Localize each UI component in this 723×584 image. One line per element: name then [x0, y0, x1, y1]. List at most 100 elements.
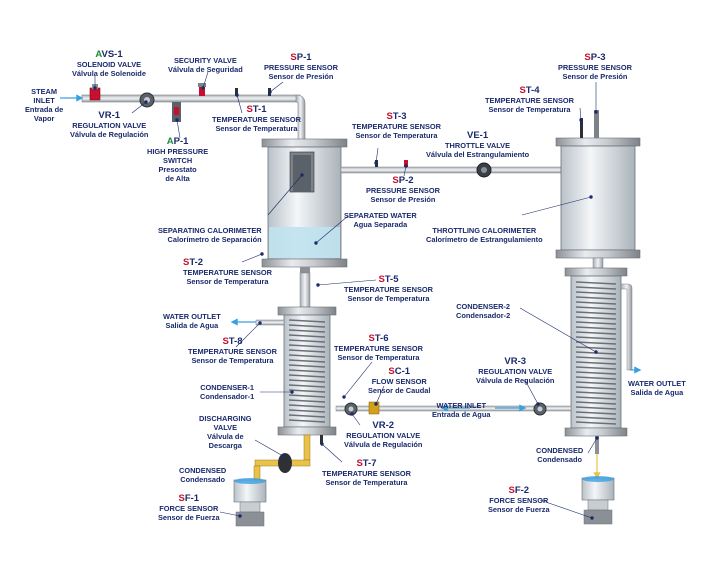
coil-turn — [575, 366, 617, 370]
water-inlet-line — [335, 404, 572, 412]
coil-turn — [575, 346, 617, 350]
coil-turn — [288, 399, 326, 403]
coil-turn — [575, 296, 617, 300]
condenser-1[interactable] — [277, 306, 337, 436]
label-sf2: SF-2 FORCE SENSOR Sensor de Fuerza — [488, 485, 550, 514]
label-sp3: SP-3 PRESSURE SENSOR Sensor de Presión — [558, 52, 632, 81]
label-sf1: SF-1 FORCE SENSOR Sensor de Fuerza — [158, 493, 220, 522]
label-st6: ST-6 TEMPERATURE SENSOR Sensor de Temper… — [334, 333, 423, 362]
coil-turn — [288, 354, 326, 358]
coil-turn — [288, 319, 326, 323]
coil-turn — [288, 404, 326, 408]
label-ve1: VE-1 THROTTLE VALVE Válvula del Estrangu… — [426, 130, 530, 159]
label-st4: ST-4 TEMPERATURE SENSOR Sensor de Temper… — [485, 85, 574, 114]
coil-turn — [575, 301, 617, 305]
coil-turn — [575, 331, 617, 335]
coil-turn — [288, 369, 326, 373]
throttling-calorimeter[interactable] — [555, 110, 641, 259]
label-condensed-right: CONDENSED Condensado — [536, 446, 584, 464]
coil-turn — [288, 389, 326, 393]
label-st2: ST-2 TEMPERATURE SENSOR Sensor de Temper… — [183, 257, 272, 286]
coil-turn — [288, 384, 326, 388]
coil-turn — [575, 341, 617, 345]
label-security-valve: SECURITY VALVE Válvula de Seguridad — [168, 56, 243, 74]
connecting-pipe-to-throttle — [340, 166, 562, 174]
label-sp2: SP-2 PRESSURE SENSOR Sensor de Presión — [366, 175, 440, 204]
flow-sensor-sc1[interactable] — [368, 401, 380, 415]
coil-turn — [288, 364, 326, 368]
coil-turn — [288, 379, 326, 383]
label-st5: ST-5 TEMPERATURE SENSOR Sensor de Temper… — [344, 274, 433, 303]
force-sensor-sf1[interactable] — [233, 478, 267, 527]
label-sp1: SP-1 PRESSURE SENSOR Sensor de Presión — [264, 52, 338, 81]
coil-turn — [288, 414, 326, 418]
separating-calorimeter[interactable] — [261, 138, 348, 273]
coil-turn — [288, 409, 326, 413]
condensed-drain-right — [593, 436, 601, 480]
label-discharging-valve: DISCHARGING VALVE Válvula de Descarga — [199, 414, 252, 450]
label-st7: ST-7 TEMPERATURE SENSOR Sensor de Temper… — [322, 458, 411, 487]
coil-turn — [575, 336, 617, 340]
label-water-outlet-right: WATER OUTLET Salida de Agua — [628, 379, 686, 397]
coil-turn — [575, 281, 617, 285]
st7-probe — [320, 435, 323, 444]
coil-turn — [288, 359, 326, 363]
label-vr1: VR-1 REGULATION VALVE Válvula de Regulac… — [70, 110, 149, 139]
coil-turn — [288, 324, 326, 328]
coil-turn — [575, 386, 617, 390]
label-separating-calorimeter: SEPARATING CALORIMETER Calorímetro de Se… — [158, 226, 262, 244]
label-steam-inlet: STEAM INLET Entrada de Vapor — [25, 87, 64, 123]
pipe-separator-to-condenser1 — [299, 272, 311, 308]
coil-turn — [575, 371, 617, 375]
coil-turn — [288, 329, 326, 333]
coil-turn — [575, 286, 617, 290]
force-sensor-sf2[interactable] — [581, 476, 615, 525]
coil-turn — [288, 339, 326, 343]
coil-turn — [288, 344, 326, 348]
high-pressure-switch-ap1[interactable] — [172, 102, 181, 122]
label-st3: ST-3 TEMPERATURE SENSOR Sensor de Temper… — [352, 111, 441, 140]
label-water-inlet: WATER INLET Entrada de Agua — [432, 401, 491, 419]
coil-turn — [575, 401, 617, 405]
leader-lines — [93, 71, 599, 520]
coil-turn — [575, 306, 617, 310]
coil-turn — [575, 391, 617, 395]
label-water-outlet-left: WATER OUTLET Salida de Agua — [163, 312, 221, 330]
coil-turn — [288, 394, 326, 398]
pipe-throttling-to-condenser2 — [592, 257, 604, 269]
coil-turn — [575, 291, 617, 295]
coil-turn — [575, 326, 617, 330]
label-ap1: AP-1 HIGH PRESSURE SWITCH Presostato de … — [147, 136, 209, 183]
coil-turn — [288, 334, 326, 338]
coil-turn — [288, 374, 326, 378]
label-avs1: AVS-1 SOLENOID VALVE Válvula de Solenoid… — [72, 49, 146, 78]
coil-turn — [575, 381, 617, 385]
label-st8: ST-8 TEMPERATURE SENSOR Sensor de Temper… — [188, 336, 277, 365]
label-condensed-left: CONDENSED Condensado — [179, 466, 227, 484]
label-vr2: VR-2 REGULATION VALVE Válvula de Regulac… — [344, 420, 423, 449]
coil-turn — [575, 376, 617, 380]
regulation-valve-vr3[interactable] — [533, 402, 547, 416]
label-sc1: SC-1 FLOW SENSOR Sensor de Caudal — [368, 366, 431, 395]
coil-turn — [288, 349, 326, 353]
label-separated-water: SEPARATED WATER Agua Separada — [344, 211, 417, 229]
water-outlet-right-pipe — [620, 283, 642, 374]
condenser-2[interactable] — [564, 267, 628, 437]
regulation-valve-vr1[interactable] — [139, 92, 155, 108]
label-st1: ST-1 TEMPERATURE SENSOR Sensor de Temper… — [212, 104, 301, 133]
throttle-valve-ve1[interactable] — [476, 162, 492, 178]
sensor-probes-st3-sp2 — [375, 160, 408, 167]
coil-turn — [575, 361, 617, 365]
label-condenser2: CONDENSER-2 Condensador-2 — [456, 302, 511, 320]
coil-turn — [575, 421, 617, 425]
coil-turn — [575, 396, 617, 400]
coil-turn — [575, 411, 617, 415]
discharging-valve[interactable] — [253, 434, 311, 481]
security-valve[interactable] — [198, 83, 206, 96]
coil-turn — [575, 316, 617, 320]
coil-turn — [575, 356, 617, 360]
water-outlet-left-pipe — [230, 318, 285, 326]
coil-turn — [575, 416, 617, 420]
coil-turn — [288, 419, 326, 423]
